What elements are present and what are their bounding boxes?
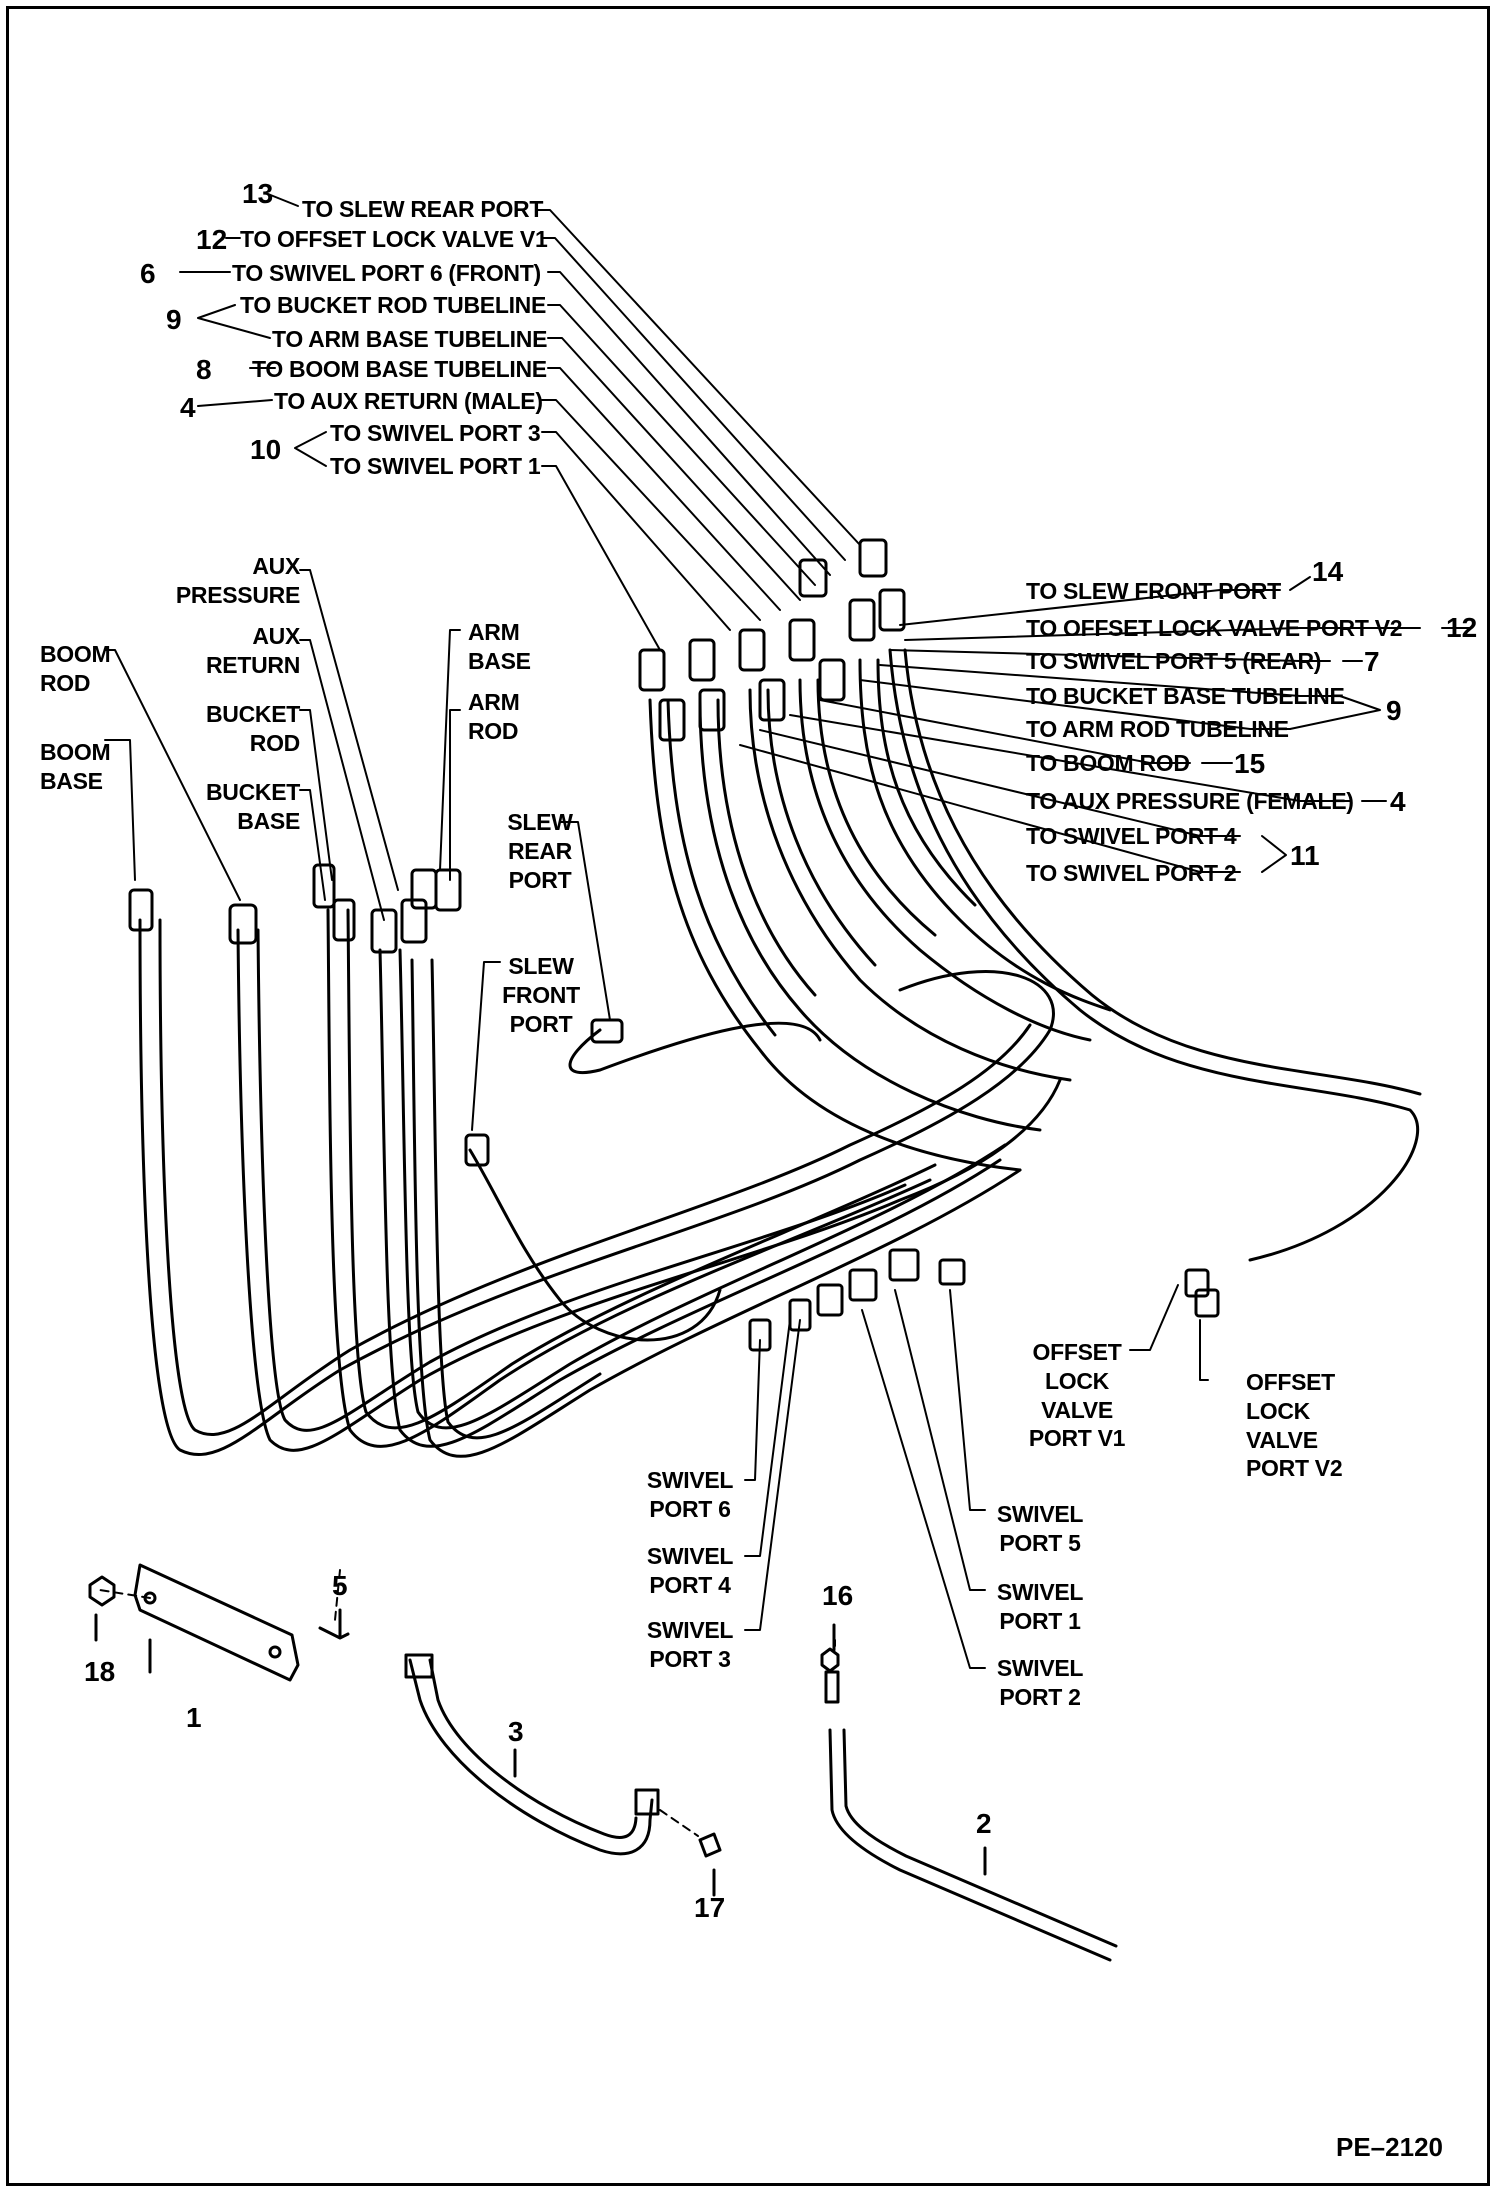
callout-to-bucket-rod-tubeline: TO BUCKET ROD TUBELINE	[240, 292, 547, 318]
callout-to-slew-front-port: TO SLEW FRONT PORT	[1026, 578, 1281, 604]
part-number-2: 2	[976, 1808, 992, 1839]
callout-to-aux-return: TO AUX RETURN (MALE)	[274, 388, 543, 414]
callout-num-9a: 9	[166, 304, 182, 335]
callout-to-swivel-port-1: TO SWIVEL PORT 1	[330, 453, 541, 479]
callout-num-6: 6	[140, 258, 156, 289]
hose-bundle	[138, 908, 1062, 1458]
figure-reference: PE–2120	[1336, 2132, 1443, 2162]
part-number-18: 18	[84, 1656, 116, 1687]
drawing-frame	[6, 6, 1490, 2186]
fitting-cluster	[638, 538, 906, 742]
callout-to-swivel-port-6: TO SWIVEL PORT 6 (FRONT)	[232, 260, 541, 286]
part-number-1: 1	[186, 1702, 202, 1733]
callout-num-13: 13	[242, 178, 274, 209]
callout-num-11: 11	[1290, 840, 1320, 871]
part-number-17: 17	[694, 1892, 726, 1923]
callout-to-swivel-port-3: TO SWIVEL PORT 3	[330, 420, 541, 446]
callout-to-swivel-port-2: TO SWIVEL PORT 2	[1026, 860, 1237, 886]
callout-to-bucket-base-tubeline: TO BUCKET BASE TUBELINE	[1026, 683, 1345, 709]
callout-to-boom-base-tubeline: TO BOOM BASE TUBELINE	[252, 356, 547, 382]
part-number-16: 16	[822, 1580, 854, 1611]
callout-to-boom-rod: TO BOOM ROD	[1026, 750, 1190, 776]
slew-hose	[464, 1018, 822, 1342]
tube-part-2	[820, 1647, 1118, 1962]
callout-num-4b: 4	[1390, 786, 1406, 817]
callout-to-aux-pressure: TO AUX PRESSURE (FEMALE)	[1026, 788, 1354, 814]
left-hose-ends	[128, 863, 462, 954]
part-number-5: 5	[332, 1570, 348, 1601]
callout-num-15: 15	[1234, 748, 1266, 779]
callout-num-12a: 12	[196, 224, 228, 255]
callout-to-arm-rod-tubeline: TO ARM ROD TUBELINE	[1026, 716, 1289, 742]
callout-to-offset-lock-valve-v1: TO OFFSET LOCK VALVE V1	[240, 226, 548, 252]
callout-to-offset-lock-valve-port-v2: TO OFFSET LOCK VALVE PORT V2	[1026, 615, 1403, 641]
callout-num-12b: 12	[1446, 612, 1478, 643]
callout-num-8: 8	[196, 354, 212, 385]
callout-to-swivel-port-4: TO SWIVEL PORT 4	[1026, 823, 1237, 849]
callout-num-4a: 4	[180, 392, 196, 423]
callout-num-9b: 9	[1386, 695, 1402, 726]
part-number-3: 3	[508, 1716, 524, 1747]
bracket-part-1	[88, 1563, 350, 1682]
callout-to-slew-rear-port: TO SLEW REAR PORT	[302, 196, 544, 222]
clamp-part-3	[404, 1653, 722, 1858]
callout-to-arm-base-tubeline: TO ARM BASE TUBELINE	[272, 326, 548, 352]
callout-num-7: 7	[1364, 646, 1380, 677]
leader-lines	[94, 193, 1471, 1897]
lower-fittings	[748, 1248, 1220, 1352]
rising-hoses	[648, 648, 1422, 1262]
callout-num-10: 10	[250, 434, 282, 465]
callout-num-14: 14	[1312, 556, 1344, 587]
callout-to-swivel-port-5: TO SWIVEL PORT 5 (REAR)	[1026, 648, 1322, 674]
